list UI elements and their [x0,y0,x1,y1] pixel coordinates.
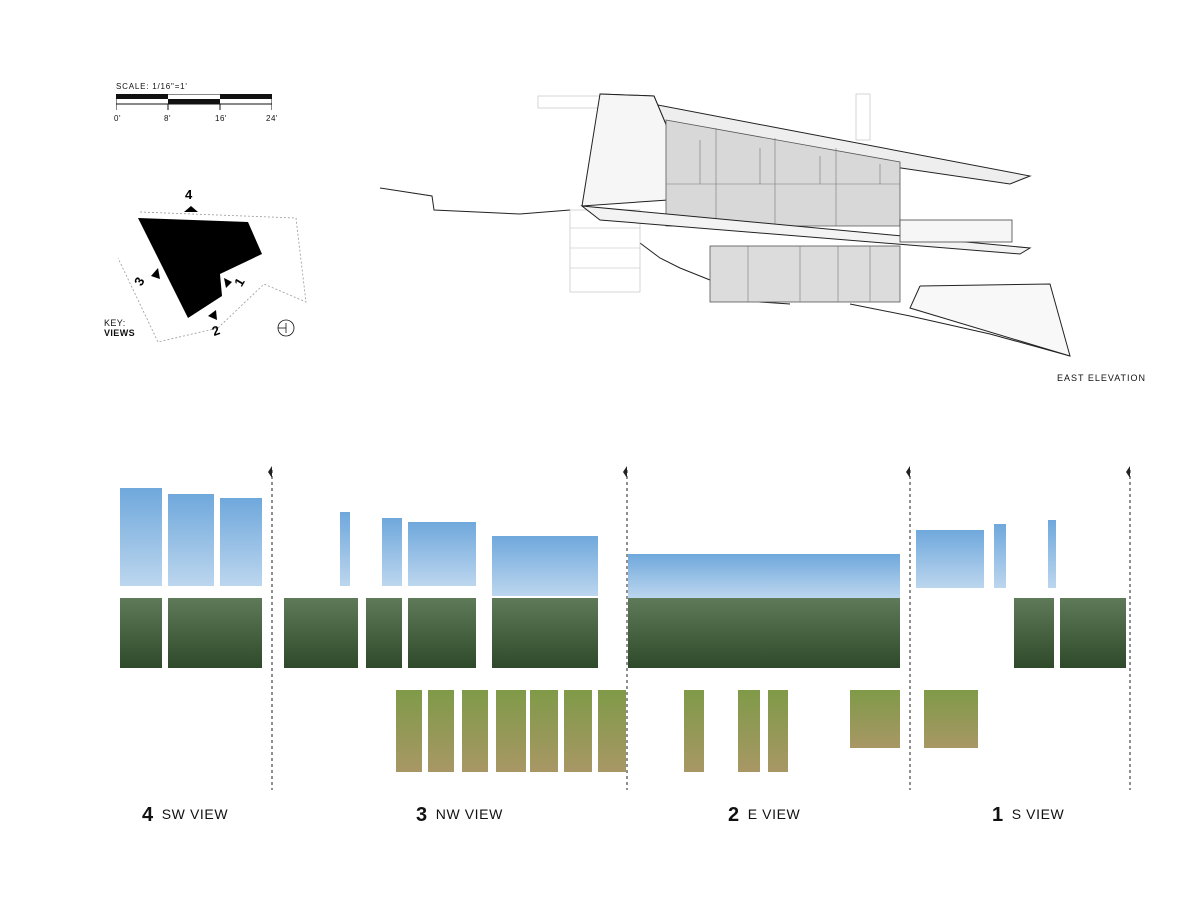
view-label-nw: 3 NW VIEW [416,804,503,827]
view-dividers [271,470,1131,790]
view-name-nw: NW VIEW [435,806,503,822]
north-arrow-icon [277,319,295,337]
view-marker-3-icon [151,268,160,279]
lower-terrace [909,283,1071,357]
lower-glazing [709,245,901,303]
view-number-3: 3 [416,804,428,826]
view-panorama [120,466,1131,790]
view-marker-2-icon [208,310,217,320]
key-caption-line2: VIEWS [104,328,136,338]
scale-tick-8: 8' [164,114,171,123]
scale-tick-0: 0' [114,114,121,123]
view-number-1: 1 [992,804,1004,826]
key-caption-line1: KEY: [104,318,126,328]
view-name-sw: SW VIEW [161,806,229,822]
view-marker-4: 4 [185,187,193,202]
scale-bar [116,94,272,110]
scale-tick-24: 24' [266,114,278,123]
scale-title: SCALE: 1/16"=1' [116,82,188,91]
upper-left-cantilever [537,95,601,109]
ground-line-left [379,187,571,215]
view-label-s: 1 S VIEW [992,804,1064,827]
s-view-images [916,520,1126,748]
view-number-2: 2 [728,804,740,826]
view-label-sw: 4 SW VIEW [142,804,228,827]
view-name-e: E VIEW [747,806,801,822]
view-number-4: 4 [142,804,154,826]
upper-facade [581,93,671,207]
e-view-images [628,554,900,772]
view-marker-1: 1 [231,275,248,289]
elevation-caption: EAST ELEVATION [1057,373,1147,383]
view-marker-4-icon [184,206,198,212]
key-plan: 4 3 1 2 [117,187,307,343]
view-marker-2: 2 [210,322,222,339]
view-marker-3: 3 [131,274,148,288]
site-boundary [117,211,307,343]
nw-view-images [284,512,626,772]
view-name-s: S VIEW [1011,806,1065,822]
view-marker-1-icon [224,278,232,288]
east-elevation-drawing [379,93,1071,357]
scale-tick-16: 16' [215,114,227,123]
sw-view-images [120,488,262,668]
building-footprint [138,218,262,318]
chimney [855,93,871,141]
balcony-railing [899,219,1013,243]
view-label-e: 2 E VIEW [728,804,800,827]
ground-line-right [849,303,1071,357]
divider-arrows [268,466,1130,478]
key-caption: KEY: VIEWS [104,318,135,338]
